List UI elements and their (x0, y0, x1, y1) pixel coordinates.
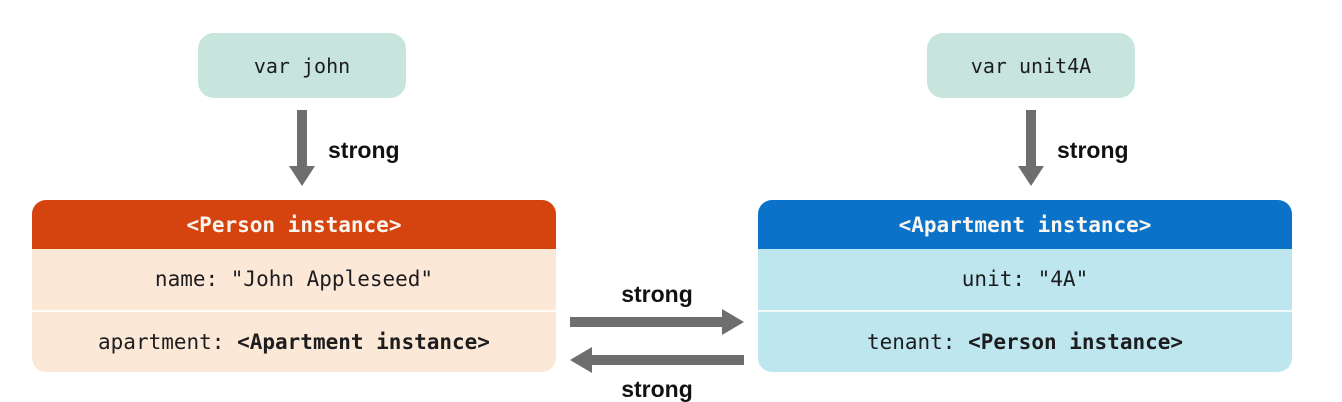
apartment-instance-header: <Apartment instance> (758, 200, 1292, 249)
arrow-head (570, 347, 592, 373)
row-divider (758, 309, 1292, 312)
arrow-head (289, 166, 315, 186)
var-john-box: var john (198, 33, 406, 98)
arrow-shaft (570, 317, 722, 327)
apartment-instance-body: unit: "4A" tenant: <Person instance> (758, 249, 1292, 372)
arrow-shaft (1026, 110, 1036, 166)
strong-label-john-arrow: strong (328, 137, 400, 163)
person-name-text: name: "John Appleseed" (154, 267, 434, 292)
person-name-row: name: "John Appleseed" (32, 249, 556, 310)
apartment-tenant-bold: <Person instance> (968, 329, 1184, 354)
arrow-head (722, 309, 744, 335)
var-unit4a-box: var unit4A (927, 33, 1135, 98)
arrow-unit4a-to-apartment-icon (1018, 110, 1044, 186)
apartment-instance-box: <Apartment instance> unit: "4A" tenant: … (758, 200, 1292, 372)
apartment-unit-row: unit: "4A" (758, 249, 1292, 310)
strong-label-unit4a-arrow: strong (1057, 137, 1129, 163)
person-apartment-row: apartment: <Apartment instance> (32, 312, 556, 373)
arrow-person-to-apartment-icon (570, 309, 744, 335)
apartment-unit-text: unit: "4A" (961, 267, 1089, 292)
arrow-john-to-person-icon (289, 110, 315, 186)
strong-label-apartment-to-person: strong (621, 376, 693, 402)
var-john-label: var john (253, 53, 351, 78)
arrow-shaft (592, 355, 744, 365)
person-instance-body: name: "John Appleseed" apartment: <Apart… (32, 249, 556, 372)
person-instance-box: <Person instance> name: "John Appleseed"… (32, 200, 556, 372)
arrow-apartment-to-person-icon (570, 347, 744, 373)
arrow-shaft (297, 110, 307, 166)
strong-label-person-to-apartment: strong (621, 281, 693, 307)
person-apartment-bold: <Apartment instance> (237, 329, 490, 354)
person-apartment-text: apartment: (98, 329, 238, 354)
row-divider (32, 309, 556, 312)
arrow-head (1018, 166, 1044, 186)
apartment-tenant-row: tenant: <Person instance> (758, 312, 1292, 373)
var-unit4a-label: var unit4A (970, 53, 1092, 78)
person-instance-header: <Person instance> (32, 200, 556, 249)
apartment-tenant-text: tenant: (866, 329, 969, 354)
